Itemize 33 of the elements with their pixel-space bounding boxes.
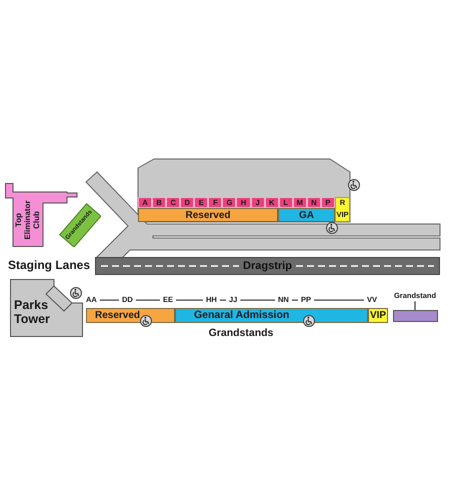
- seating-zone: [138, 208, 278, 222]
- dragstrip-track: [95, 257, 440, 275]
- seating-section: [292, 197, 307, 208]
- seating-section: [138, 197, 152, 208]
- seating-section: [194, 197, 208, 208]
- seating-section: [320, 197, 335, 208]
- grandstand-block: [393, 310, 438, 322]
- seating-section: [236, 197, 251, 208]
- area-label: Grandstands: [208, 328, 274, 340]
- seating-section: [208, 197, 222, 208]
- zone-label: Genaral Admission: [194, 310, 290, 322]
- seating-zone: [86, 308, 175, 323]
- area-label: Staging Lanes: [8, 259, 90, 272]
- zone-label: VIP: [370, 310, 386, 321]
- seating-section: [264, 197, 279, 208]
- seating-section: [306, 197, 321, 208]
- seating-section: [166, 197, 180, 208]
- seating-zone: [278, 208, 335, 222]
- building-label: Parks Tower: [14, 299, 50, 326]
- seating-section: [222, 197, 236, 208]
- leader-line: [414, 300, 416, 310]
- zone-label: Reserved: [95, 310, 140, 321]
- seating-section: [180, 197, 194, 208]
- seating-section: [278, 197, 293, 208]
- zone-label: GA: [299, 210, 314, 220]
- track-label: Dragstrip: [243, 260, 292, 272]
- seating-zone: [175, 308, 368, 323]
- zone-label: Reserved: [185, 210, 231, 220]
- grandstand-stand: [58, 202, 102, 248]
- seating-section: [152, 197, 166, 208]
- seating-section: [250, 197, 265, 208]
- building-label: Top Eliminator Club: [14, 200, 42, 240]
- seating-section: [335, 197, 350, 222]
